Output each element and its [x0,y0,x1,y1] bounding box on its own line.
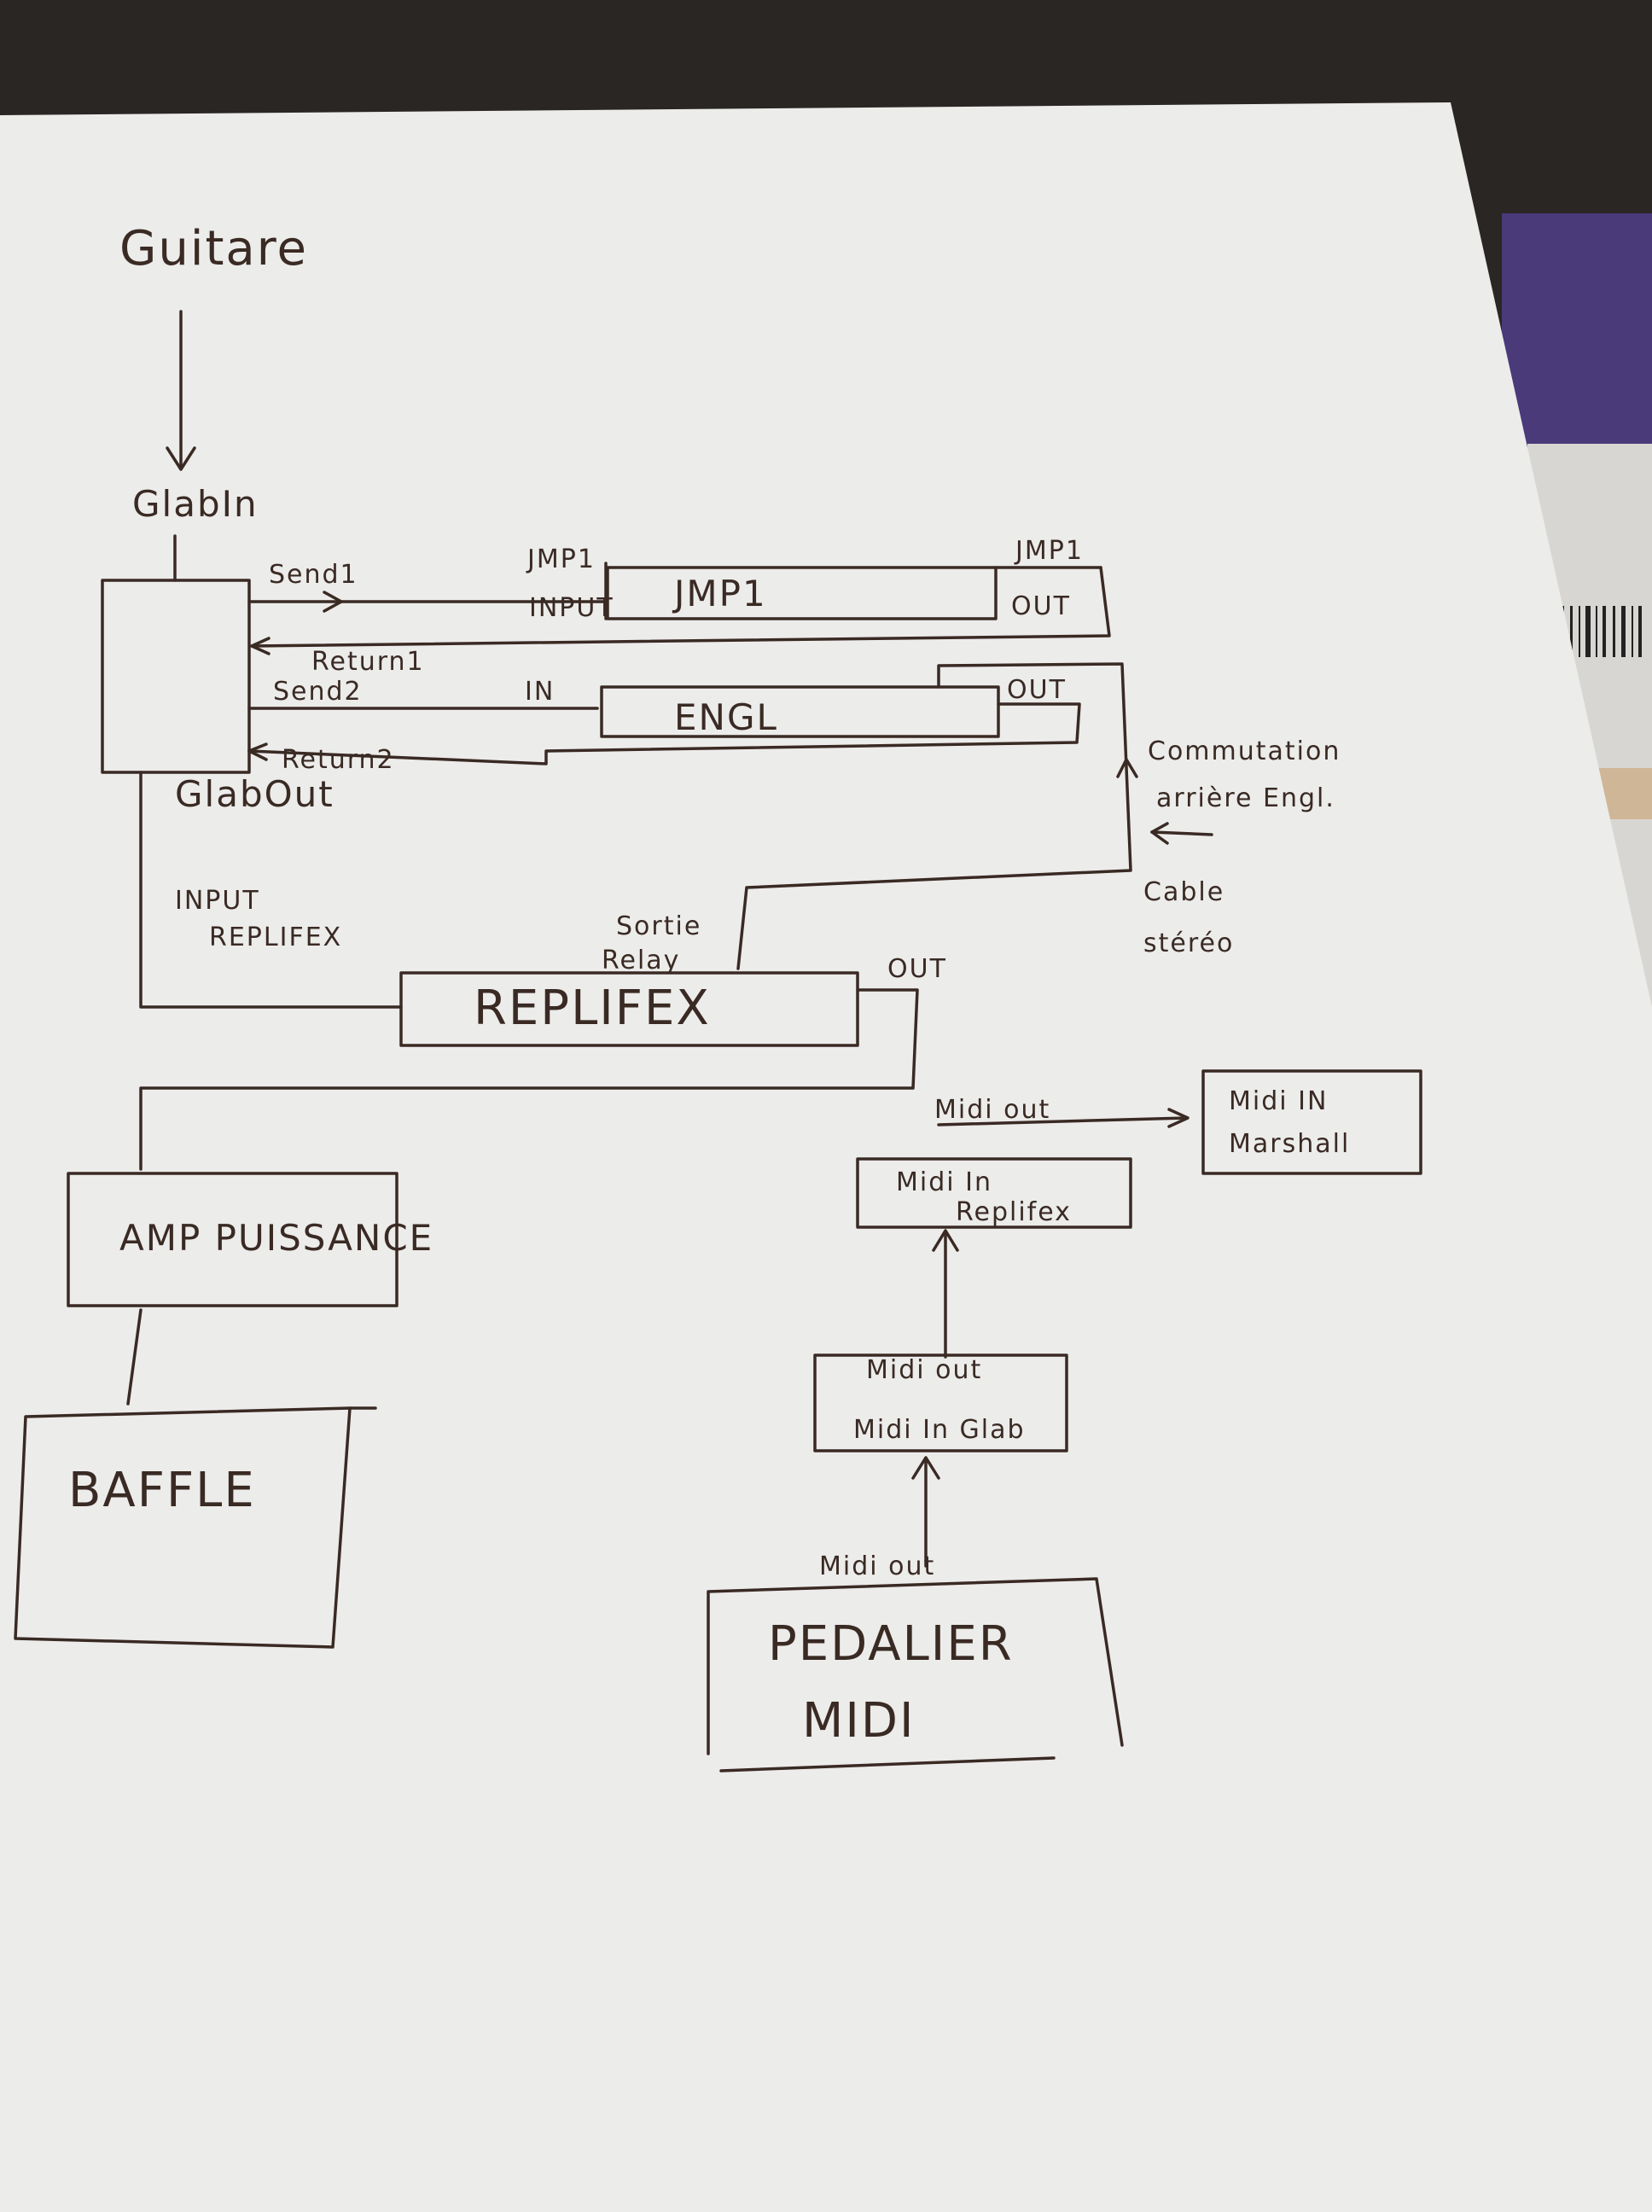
guitare-label: Guitare [119,221,308,276]
engl-out-label: OUT [1007,675,1067,705]
midi-in-replifex-box [856,1157,1132,1229]
replifex-out-label: OUT [887,954,947,984]
return2-label: Return2 [282,745,395,775]
pedalier-label-2: MIDI [802,1693,915,1749]
return1-line [250,566,1111,648]
arrow-left-icon [1150,822,1169,845]
arrow-down-icon [166,446,196,471]
send2-label: Send2 [273,677,363,707]
midi-to-marshall-line [937,1116,1188,1126]
midi-glab-box [813,1353,1068,1452]
commutation-label-1: Commutation [1148,736,1341,766]
sortie-relay-label-1: Sortie [616,911,701,941]
jmp1-top-right-label: JMP1 [1014,536,1084,566]
cable-label-2: stéréo [1143,928,1234,958]
sortie-relay-label-2: Relay [602,946,680,975]
pedalier-midi-out-label: Midi out [819,1551,935,1581]
amp-box-label: AMP PUISSANCE [119,1217,433,1259]
midi-in-marshall-label-1: Midi IN [1229,1086,1328,1116]
paper-sheet [0,102,1652,2212]
arrow-left-icon [247,742,268,761]
glab-in-label: GlabIn [132,483,259,525]
midi-out-glab-label: Midi out [866,1355,982,1385]
cable-label-1: Cable [1143,877,1224,907]
jmp1-box [606,566,998,620]
baffle-box [14,1406,352,1649]
jmp1-top-left-label: JMP1 [526,544,596,574]
input-replifex-label-2: REPLIFEX [209,923,342,952]
pedalier-label-1: PEDALIER [768,1616,1014,1672]
stereo-cable-line [736,662,1132,970]
return1-label: Return1 [311,647,425,677]
commutation-label-2: arrière Engl. [1156,783,1335,813]
jmp1-input-label: INPUT [529,593,614,623]
glab-out-label: GlabOut [175,773,334,815]
engl-box [600,685,1000,738]
pedalier-box [707,1577,1124,1755]
arrow-left-icon [250,637,270,655]
return2-line [247,702,1081,765]
amp-box [67,1172,398,1307]
arrow-up-icon [1116,758,1138,778]
arrow-right-icon [323,591,343,613]
midi-in-marshall-box [1201,1069,1422,1175]
send1-label: Send1 [269,560,358,590]
engl-box-label: ENGL [674,696,778,738]
engl-in-label: IN [525,677,555,707]
midi-in-replifex-label-1: Midi In [896,1167,992,1197]
jmp1-box-label: JMP1 [672,573,767,614]
arrow-right-icon [1167,1108,1190,1128]
arrow-up-icon [932,1229,959,1252]
glab-unit-box [101,579,251,774]
midi-in-marshall-label-2: Marshall [1229,1129,1350,1159]
replifex-box [399,971,859,1047]
midi-in-replifex-label-2: Replifex [956,1197,1072,1227]
jmp1-out-label: OUT [1011,591,1071,621]
replifex-box-label: REPLIFEX [474,981,711,1036]
midi-in-glab-label: Midi In Glab [853,1415,1026,1445]
arrow-up-icon [911,1456,940,1480]
midi-out-replifex-label: Midi out [934,1095,1050,1125]
glab-out-line [139,771,403,1009]
input-replifex-label-1: INPUT [175,886,260,916]
replifex-out-line [139,988,919,1171]
baffle-box-label: BAFFLE [68,1463,256,1518]
